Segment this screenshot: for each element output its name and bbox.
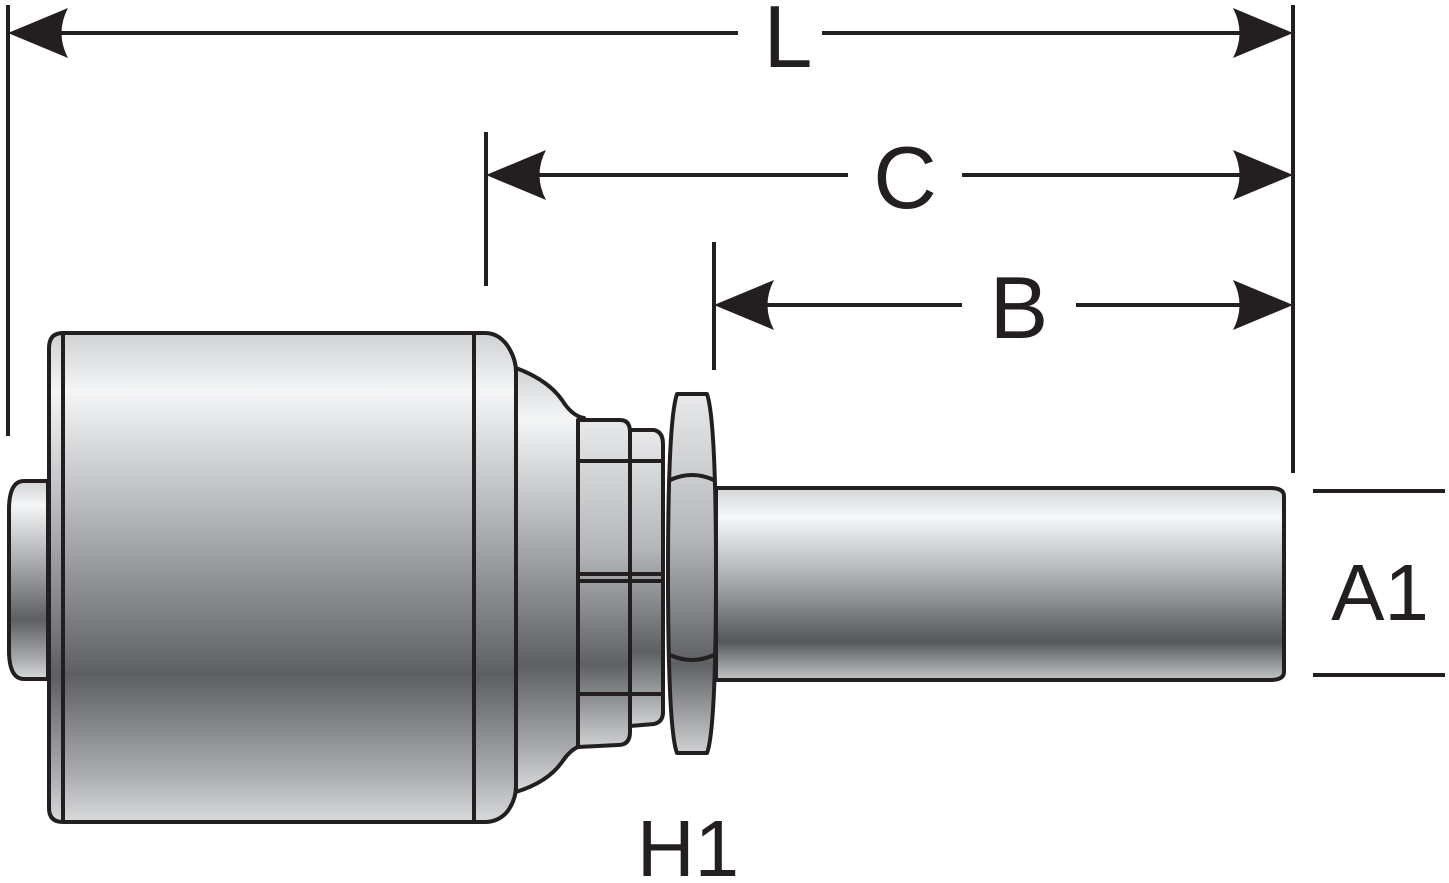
label-b: B <box>990 258 1049 357</box>
dimension-c: C <box>484 128 1293 286</box>
dimension-a1: A1 <box>1313 489 1445 677</box>
dimension-l: L <box>6 0 1295 473</box>
hex-nut <box>666 392 718 755</box>
hex-flat-top <box>669 473 715 482</box>
label-a1: A1 <box>1331 548 1429 637</box>
collar-ring-2 <box>628 428 665 728</box>
collar-ring-1 <box>576 418 632 749</box>
dimension-b: B <box>712 242 1293 370</box>
arrowhead-right-icon <box>1233 280 1293 330</box>
label-c: C <box>873 128 937 227</box>
hex-flat-bottom <box>669 653 715 662</box>
hose-fitting <box>7 331 1286 824</box>
hose-stub <box>7 479 50 681</box>
tube <box>714 486 1286 682</box>
arrowhead-left-icon <box>8 8 68 58</box>
arrowhead-left-icon <box>486 150 546 200</box>
ferrule-socket <box>47 331 518 824</box>
tapered-neck <box>514 366 586 794</box>
label-l: L <box>764 0 813 86</box>
label-h1: H1 <box>637 804 739 883</box>
arrowhead-right-icon <box>1233 150 1293 200</box>
arrowhead-right-icon <box>1233 8 1293 58</box>
arrowhead-left-icon <box>714 280 774 330</box>
